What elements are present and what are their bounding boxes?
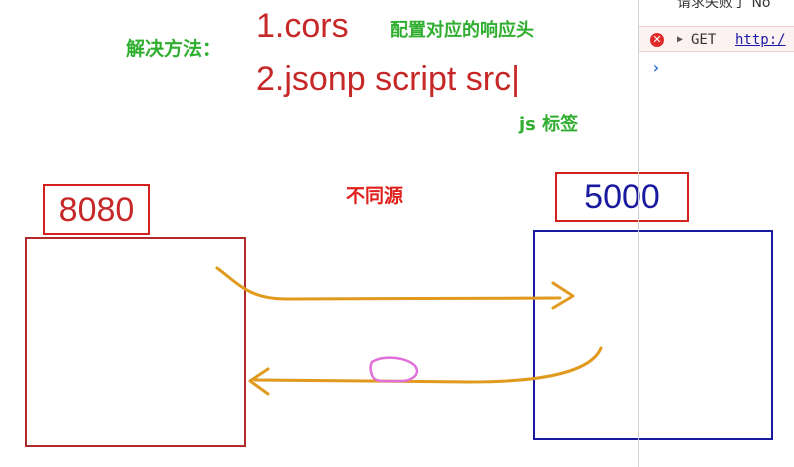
response-arrow-path xyxy=(253,346,603,384)
method-jsonp-note: js 标签 xyxy=(519,114,579,135)
console-info-message: 请求失败了 No xyxy=(677,0,771,11)
left-origin-box xyxy=(25,237,246,447)
left-port-text: 8080 xyxy=(58,190,135,229)
devtools-console-panel: 请求失败了 No ✕ ▶ GET http:/ › xyxy=(638,0,794,467)
console-error-row[interactable]: ✕ ▶ GET http:/ xyxy=(639,26,794,52)
method-cors-note: 配置对应的响应头 xyxy=(390,20,534,41)
cross-origin-label: 不同源 xyxy=(346,185,404,207)
left-port-label: 8080 xyxy=(43,184,150,235)
request-arrow-head xyxy=(551,281,575,310)
chevron-right-icon[interactable]: › xyxy=(651,58,661,77)
error-url-link[interactable]: http:/ xyxy=(735,32,786,48)
error-method: GET xyxy=(691,32,717,48)
request-arrow-path xyxy=(215,266,562,301)
solution-heading: 解决方法： xyxy=(126,38,222,60)
right-origin-box xyxy=(533,230,773,440)
right-port-label: 5000 xyxy=(555,172,689,222)
response-arrow-head xyxy=(248,367,270,396)
method-jsonp: 2.jsonp script src| xyxy=(256,60,520,98)
right-port-text: 5000 xyxy=(584,178,660,216)
error-circle-icon: ✕ xyxy=(650,33,664,47)
method-cors: 1.cors xyxy=(256,7,349,45)
triangle-right-icon[interactable]: ▶ xyxy=(677,34,684,45)
data-packet-highlight xyxy=(369,356,419,383)
